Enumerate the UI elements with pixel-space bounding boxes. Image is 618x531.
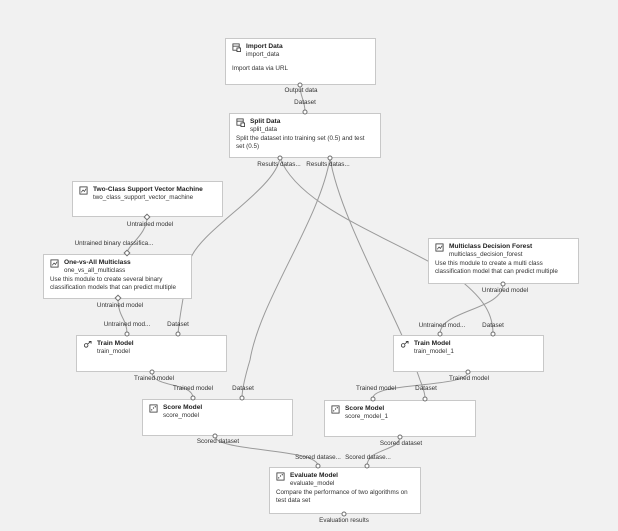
port-split-output-2[interactable] [327, 155, 333, 161]
decision-forest-node[interactable]: Multiclass Decision Forest multiclass_de… [428, 238, 579, 284]
port-train1-output[interactable] [465, 369, 471, 375]
model-icon [50, 259, 59, 268]
node-subtitle: import_data [246, 51, 280, 58]
port-label: Scored dataset [379, 440, 423, 447]
score-model-1-node[interactable]: Score Model score_model_1 [324, 400, 476, 437]
node-title: Import Data [246, 43, 283, 50]
score-chart-icon [276, 472, 285, 481]
wire-split-score [241, 157, 331, 399]
port-eval-input-1[interactable] [315, 463, 321, 469]
evaluate-model-node[interactable]: Evaluate Model evaluate_model Compare th… [269, 467, 421, 514]
one-vs-all-node[interactable]: One-vs-All Multiclass one_vs_all_multicl… [43, 254, 192, 299]
port-label: Scored dataset [196, 438, 240, 445]
node-subtitle: two_class_support_vector_machine [93, 194, 194, 201]
node-description: Use this module to create a multi class … [435, 260, 558, 275]
node-description: Use this module to create several binary… [50, 276, 176, 291]
wire-train1-score1 [372, 371, 469, 399]
port-train1-input-dataset[interactable] [490, 331, 496, 337]
node-subtitle: split_data [250, 126, 277, 133]
node-subtitle: one_vs_all_multiclass [64, 267, 126, 274]
node-title: Score Model [163, 404, 203, 411]
train-model-icon [400, 340, 409, 348]
port-label: Trained model [448, 375, 490, 382]
port-split-input[interactable] [302, 109, 308, 115]
port-eval-input-2[interactable] [364, 463, 370, 469]
wire-mdf-train1 [439, 283, 504, 335]
port-import-output[interactable] [297, 82, 303, 88]
split-data-node[interactable]: Split Data split_data Split the dataset … [229, 113, 381, 158]
port-label: Dataset [294, 99, 316, 106]
score-chart-icon [331, 405, 340, 414]
wire-train-score [151, 371, 194, 399]
port-score-input-model[interactable] [190, 395, 196, 401]
port-score1-input-model[interactable] [370, 396, 376, 402]
port-score-input-dataset[interactable] [239, 395, 245, 401]
port-label: Untrained mod... [418, 322, 466, 329]
model-icon [435, 243, 444, 252]
port-label: Dataset [415, 385, 437, 392]
port-label: Results datas... [257, 161, 301, 168]
node-title: Two-Class Support Vector Machine [93, 186, 203, 193]
port-label: Untrained model [481, 287, 529, 294]
port-score1-output[interactable] [397, 434, 403, 440]
node-title: Score Model [345, 405, 385, 412]
port-label: Trained model [172, 385, 214, 392]
node-title: Split Data [250, 118, 281, 125]
port-score1-input-dataset[interactable] [422, 396, 428, 402]
node-subtitle: train_model_1 [414, 348, 454, 355]
port-train-input-dataset[interactable] [175, 331, 181, 337]
port-label: Scored datase... [295, 454, 341, 461]
node-subtitle: multiclass_decision_forest [449, 251, 523, 258]
port-label: Results datas... [306, 161, 350, 168]
node-subtitle: train_model [97, 348, 130, 355]
wire-split-train [177, 157, 281, 335]
port-mdf-output[interactable] [500, 281, 506, 287]
wire-ova-train [117, 297, 128, 335]
port-split-output-1[interactable] [277, 155, 283, 161]
port-score-output[interactable] [212, 433, 218, 439]
wire-score1-eval [366, 435, 401, 467]
node-description: Import data via URL [232, 65, 288, 72]
model-icon [79, 186, 88, 195]
port-train-output[interactable] [149, 369, 155, 375]
port-label: Output data [284, 87, 318, 94]
port-label: Untrained binary classifica... [74, 240, 154, 247]
port-train-input-model[interactable] [124, 331, 130, 337]
dataset-icon [236, 118, 245, 127]
node-title: Evaluate Model [290, 472, 339, 479]
wire-import-split [299, 84, 306, 113]
score-chart-icon [149, 404, 158, 413]
node-title: One-vs-All Multiclass [64, 259, 131, 266]
port-label: Trained model [355, 385, 397, 392]
port-label: Untrained model [96, 302, 144, 309]
node-title: Multiclass Decision Forest [449, 243, 533, 250]
port-label: Evaluation results [319, 517, 369, 524]
port-label: Untrained mod... [103, 321, 151, 328]
port-label: Dataset [232, 385, 254, 392]
node-description: Split the dataset into training set (0.5… [236, 135, 365, 150]
port-train1-input-model[interactable] [437, 331, 443, 337]
node-description: Compare the performance of two algorithm… [276, 489, 408, 504]
train-model-1-node[interactable]: Train Model train_model_1 [393, 335, 544, 372]
node-title: Train Model [414, 340, 451, 347]
port-eval-output[interactable] [341, 511, 347, 517]
train-model-icon [83, 340, 92, 348]
node-title: Train Model [97, 340, 134, 347]
train-model-node[interactable]: Train Model train_model [76, 335, 227, 372]
port-label: Scored datase... [345, 454, 391, 461]
port-label: Dataset [482, 322, 504, 329]
port-label: Dataset [167, 321, 189, 328]
import-data-node[interactable]: Import Data import_data Import data via … [225, 38, 376, 85]
port-label: Trained model [133, 375, 175, 382]
svm-node[interactable]: Two-Class Support Vector Machine two_cla… [72, 181, 223, 217]
score-model-node[interactable]: Score Model score_model [142, 399, 293, 436]
node-subtitle: score_model [163, 412, 200, 419]
node-subtitle: score_model_1 [345, 413, 389, 420]
port-label: Untrained model [126, 221, 174, 228]
wire-score-eval [214, 435, 319, 467]
dataset-icon [232, 43, 241, 52]
node-subtitle: evaluate_model [290, 480, 335, 487]
